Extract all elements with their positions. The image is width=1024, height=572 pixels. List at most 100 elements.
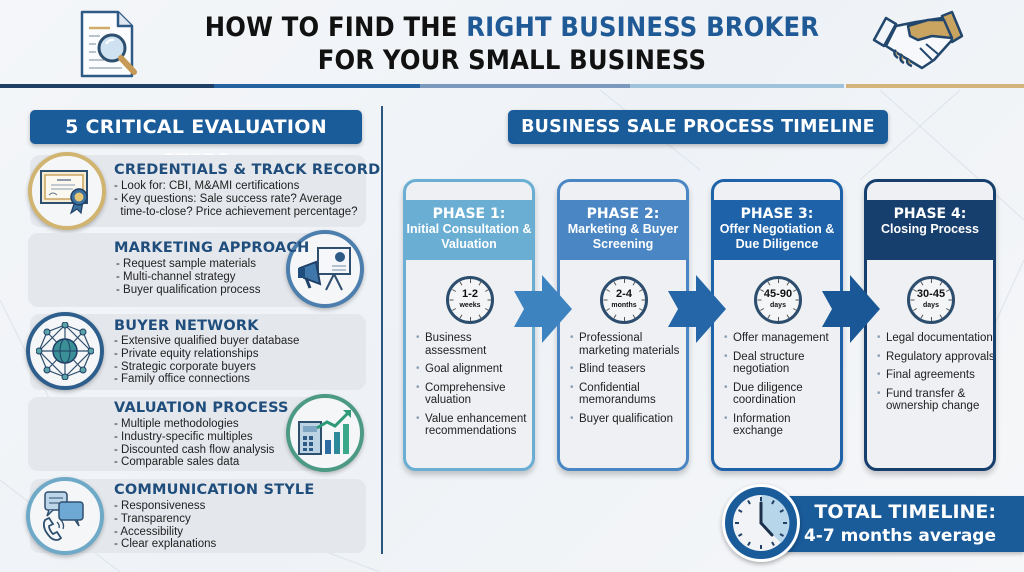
phase-header: PHASE 1:Initial Consultation & Valuation: [406, 200, 532, 260]
step-card-marketing: [28, 233, 332, 307]
step-items: - Extensive qualified buyer database - P…: [114, 335, 299, 386]
step-icon-wrapper: [26, 312, 104, 390]
phase-item: Professional marketing materials: [570, 332, 686, 357]
chat-phone-icon: [42, 491, 84, 541]
phase-item: Comprehensive valuation: [416, 382, 532, 407]
phase-label: PHASE 3:: [740, 206, 814, 222]
phase-item: Value enhancement recommendations: [416, 413, 532, 438]
clock-tick: [767, 281, 770, 286]
step-item: - Strategic corporate buyers: [114, 360, 256, 373]
duration-unit: months: [611, 302, 637, 309]
phase-item: Deal structure negotiation: [724, 351, 840, 376]
step-item: - Private equity relationships: [114, 347, 259, 360]
clock-tick: [786, 281, 789, 286]
timeline-title: BUSINESS SALE PROCESS TIMELINE: [508, 110, 888, 144]
step-item: - Multiple methodologies: [114, 418, 239, 430]
step-item: - Buyer qualification process: [116, 283, 261, 296]
clock-tick: [623, 279, 625, 283]
step-title: VALUATION PROCESS: [114, 400, 289, 416]
phase-name: Closing Process: [881, 222, 979, 236]
page-title-line1: HOW TO FIND THE RIGHT BUSINESS BROKER: [51, 12, 973, 43]
step-items: - Look for: CBI, M&AMI certifications - …: [114, 180, 358, 218]
color-bar-segment: [0, 84, 214, 88]
step-items: - Responsiveness - Transparency - Access…: [114, 500, 216, 551]
certificate-icon: [40, 170, 88, 215]
phase-card: PHASE 3:Offer Negotiation & Due Diligenc…: [711, 179, 843, 471]
phase-header: PHASE 3:Offer Negotiation & Due Diligenc…: [714, 200, 840, 260]
clock-tick: [613, 314, 616, 319]
step-item: - Family office connections: [114, 373, 250, 386]
total-clock-wrapper: [722, 484, 800, 562]
clock-tick: [623, 317, 625, 321]
step-item: - Key questions: Sale success rate? Aver…: [114, 192, 343, 205]
color-bar-segment: [846, 84, 1024, 88]
step-icon-wrapper: [286, 394, 364, 472]
step-title: BUYER NETWORK: [114, 318, 259, 334]
phase-item: Legal documentation: [877, 332, 993, 345]
step-icon-wrapper: [26, 477, 104, 555]
clock-tick: [613, 281, 616, 286]
duration-unit: days: [923, 302, 939, 309]
phase-item: Confidential memorandums: [570, 382, 686, 407]
color-bar-segment: [214, 84, 420, 88]
clock-tick: [459, 314, 462, 319]
phase-items: Professional marketing materialsBlind te…: [570, 332, 686, 431]
clock-tick: [469, 279, 471, 283]
arrow-right-icon: [822, 275, 880, 343]
duration-value: 2-4: [616, 288, 632, 300]
phase-name: Initial Consultation & Valuation: [406, 222, 532, 251]
phase-card: PHASE 1:Initial Consultation & Valuation…: [403, 179, 535, 471]
phase-name: Offer Negotiation & Due Diligence: [719, 222, 835, 251]
step-item: - Comparable sales data: [114, 456, 240, 469]
step-icon-wrapper: [28, 152, 106, 230]
step-item: - Extensive qualified buyer database: [114, 335, 300, 347]
step-title: MARKETING APPROACH: [114, 240, 310, 256]
step-item: - Accessibility: [114, 525, 184, 538]
clock-tick: [478, 281, 481, 286]
step-item: - Responsiveness: [114, 500, 206, 512]
phase-header: PHASE 2:Marketing & Buyer Screening: [560, 200, 686, 260]
calculator-growth-chart-icon: [298, 410, 351, 455]
step-title: CREDENTIALS & TRACK RECORD: [114, 162, 381, 178]
clock-tick: [469, 317, 471, 321]
step-item: - Look for: CBI, M&AMI certifications: [114, 180, 300, 192]
clock-tick: [478, 314, 481, 319]
clock-tick: [767, 314, 770, 319]
page-title-line2: FOR YOUR SMALL BUSINESS: [317, 45, 707, 76]
clock-tick: [632, 281, 635, 286]
step-title: COMMUNICATION STYLE: [114, 482, 315, 498]
handshake-icon: [872, 10, 964, 70]
phase-item: Offer management: [724, 332, 840, 345]
phase-label: PHASE 1:: [432, 206, 506, 222]
phase-item: Buyer qualification: [570, 413, 686, 426]
evaluation-steps-title: 5 CRITICAL EVALUATION STEPS: [30, 110, 362, 172]
header: HOW TO FIND THE RIGHT BUSINESS BROKER FO…: [0, 0, 1024, 88]
step-items: - Multiple methodologies - Industry-spec…: [114, 418, 274, 469]
clock-tick: [777, 317, 779, 321]
step-item: - Request sample materials: [116, 258, 256, 270]
clock-tick: [939, 314, 942, 319]
phase-header: PHASE 4:Closing Process: [867, 200, 993, 260]
step-item: - Clear explanations: [114, 538, 217, 551]
phase-item: Blind teasers: [570, 363, 686, 376]
step-item: - Transparency: [114, 512, 191, 525]
clock-tick: [777, 279, 779, 283]
globe-network-icon: [36, 322, 94, 380]
step-item: - Multi-channel strategy: [116, 270, 236, 283]
phase-items: Legal documentationRegulatory approvalsF…: [877, 332, 993, 419]
step-item: time-to-close? Price achievement percent…: [114, 205, 358, 218]
clock-tick: [786, 314, 789, 319]
title-text: HOW TO FIND THE: [204, 12, 467, 43]
duration-clock-icon: 1-2 weeks: [446, 276, 494, 324]
panel-divider: [381, 106, 383, 554]
step-item: - Industry-specific multiples: [114, 430, 253, 443]
duration-value: 1-2: [462, 288, 478, 300]
megaphone-presentation-icon: [298, 247, 351, 291]
color-bar-segment: [630, 84, 844, 88]
duration-unit: weeks: [459, 302, 481, 309]
clock-tick: [459, 281, 462, 286]
document-search-icon: [80, 10, 137, 78]
total-timeline-banner: TOTAL TIMELINE: 4-7 months average: [770, 496, 1024, 552]
clock-tick: [930, 317, 932, 321]
